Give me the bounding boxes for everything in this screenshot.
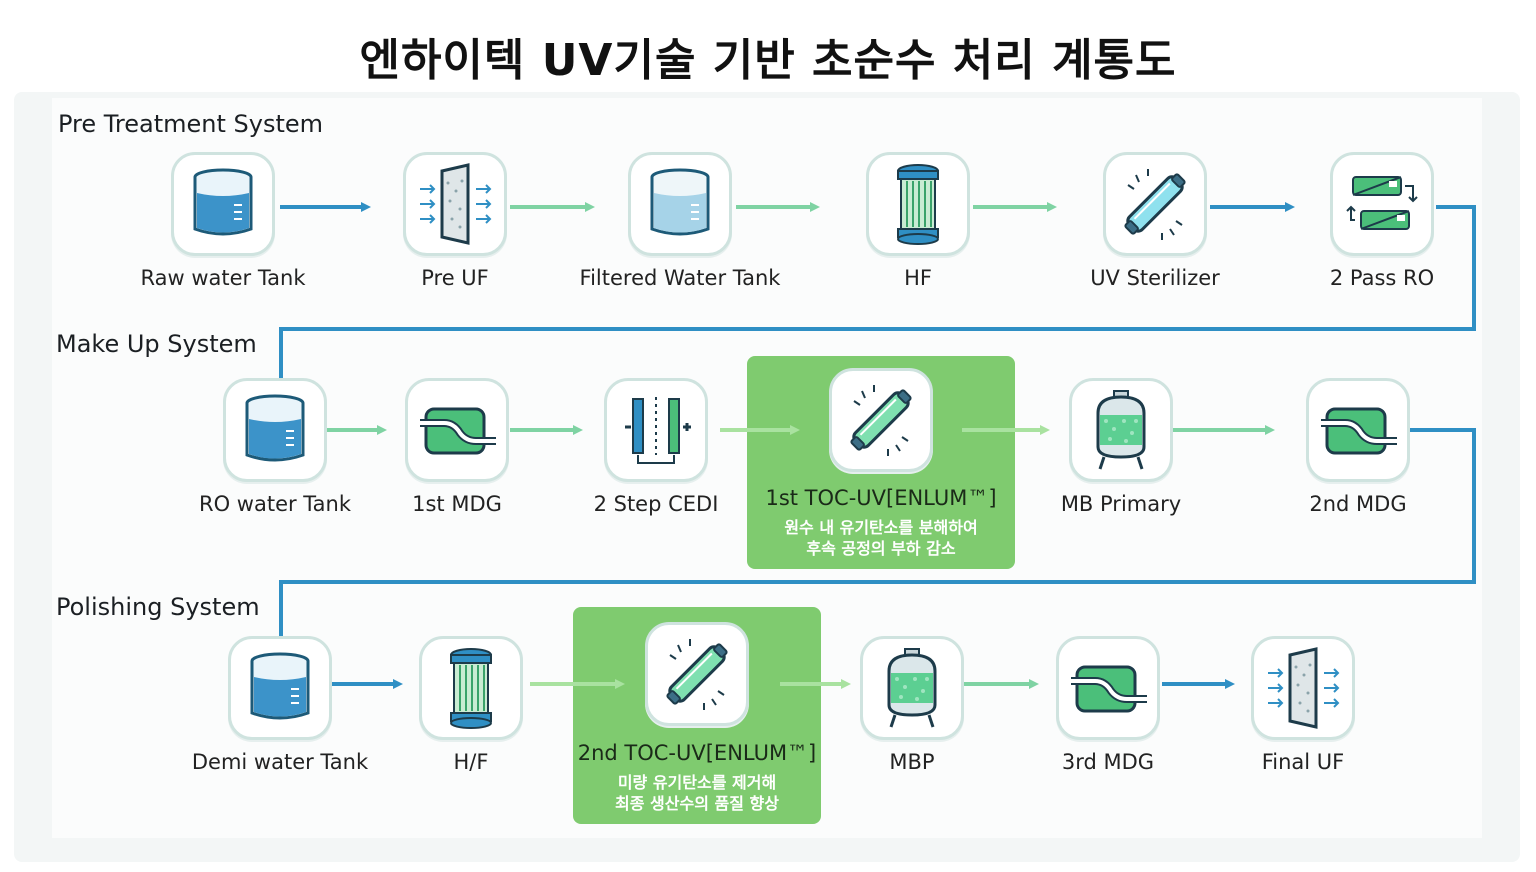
tank-icon (628, 152, 732, 256)
node-label-2-step-cedi: 2 Step CEDI (593, 492, 719, 516)
node-2-pass-ro: 2 Pass RO (1262, 152, 1502, 302)
node-label-ro-water-tank: RO water Tank (199, 492, 351, 516)
node-label-mb-primary: MB Primary (1060, 492, 1182, 516)
degasifier-icon (1306, 378, 1410, 482)
filter-membrane-icon (403, 152, 507, 256)
node-2-step-cedi: 2 Step CEDI (536, 378, 776, 528)
toc-uv-1-desc-line-2: 후속 공정의 부하 감소 (806, 539, 956, 558)
degasifier-icon (405, 378, 509, 482)
node-pre-uf: Pre UF (335, 152, 575, 302)
node-label-hf: HF (904, 266, 932, 290)
node-final-uf: Final UF (1183, 636, 1423, 786)
node-label-uv-sterilizer: UV Sterilizer (1090, 266, 1220, 290)
node-demi-water-tank: Demi water Tank (160, 636, 400, 786)
node-ro-water-tank: RO water Tank (155, 378, 395, 528)
uv-lamp-icon (829, 368, 933, 472)
mixed-bed-vessel-icon (860, 636, 964, 740)
degasifier-icon (1056, 636, 1160, 740)
node-mb-primary: MB Primary (1001, 378, 1241, 528)
node-2nd-toc-uv (577, 622, 817, 772)
node-2nd-mdg: 2nd MDG (1238, 378, 1478, 528)
toc-uv-1-desc-line-1: 원수 내 유기탄소를 분해하여 (784, 518, 978, 537)
node-mbp: MBP (792, 636, 1032, 786)
node-1st-mdg: 1st MDG (337, 378, 577, 528)
node-label-2nd-mdg: 2nd MDG (1309, 492, 1407, 516)
section-label-polishing: Polishing System (56, 593, 260, 621)
cartridge-filter-icon (866, 152, 970, 256)
toc-uv-2-label: 2nd TOC-UV[ENLUM™] (577, 741, 817, 765)
uv-lamp-icon (1103, 152, 1207, 256)
cedi-icon (604, 378, 708, 482)
section-label-pre-treatment: Pre Treatment System (58, 110, 324, 138)
connector-row2-to-row3 (279, 428, 1476, 636)
node-label-2-pass-ro: 2 Pass RO (1329, 266, 1435, 290)
node-label-final-uf: Final UF (1261, 750, 1345, 774)
tank-icon (223, 378, 327, 482)
tank-icon (228, 636, 332, 740)
node-filtered-water-tank: Filtered Water Tank (560, 152, 800, 302)
filter-membrane-icon (1251, 636, 1355, 740)
connector-row1-to-row2 (279, 205, 1476, 378)
node-1st-toc-uv (761, 368, 1001, 518)
node-raw-water-tank: Raw water Tank (103, 152, 343, 302)
node-label-demi-water-tank: Demi water Tank (191, 750, 369, 774)
node-3rd-mdg: 3rd MDG (988, 636, 1228, 786)
node-label-1st-mdg: 1st MDG (412, 492, 502, 516)
node-label-mbp: MBP (889, 750, 935, 774)
toc-uv-2-desc-line-1: 미량 유기탄소를 제거해 (617, 773, 777, 792)
node-uv-sterilizer: UV Sterilizer (1035, 152, 1275, 302)
ro-module-icon (1330, 152, 1434, 256)
cartridge-filter-icon (419, 636, 523, 740)
node-label-h-f: H/F (453, 750, 489, 774)
section-label-make-up: Make Up System (56, 330, 257, 358)
node-hf: HF (798, 152, 1038, 302)
tank-icon (171, 152, 275, 256)
node-h-f: H/F (351, 636, 591, 786)
uv-lamp-icon (645, 622, 749, 726)
page-title: 엔하이텍 UV기술 기반 초순수 처리 계통도 (359, 35, 1177, 86)
node-label-pre-uf: Pre UF (421, 266, 489, 290)
node-label-filtered-water-tank: Filtered Water Tank (579, 266, 781, 290)
toc-uv-2-desc-line-2: 최종 생산수의 품질 향상 (615, 794, 779, 813)
mixed-bed-vessel-icon (1069, 378, 1173, 482)
node-label-raw-water-tank: Raw water Tank (140, 266, 306, 290)
toc-uv-1-label: 1st TOC-UV[ENLUM™] (765, 486, 997, 510)
node-label-3rd-mdg: 3rd MDG (1061, 750, 1155, 774)
